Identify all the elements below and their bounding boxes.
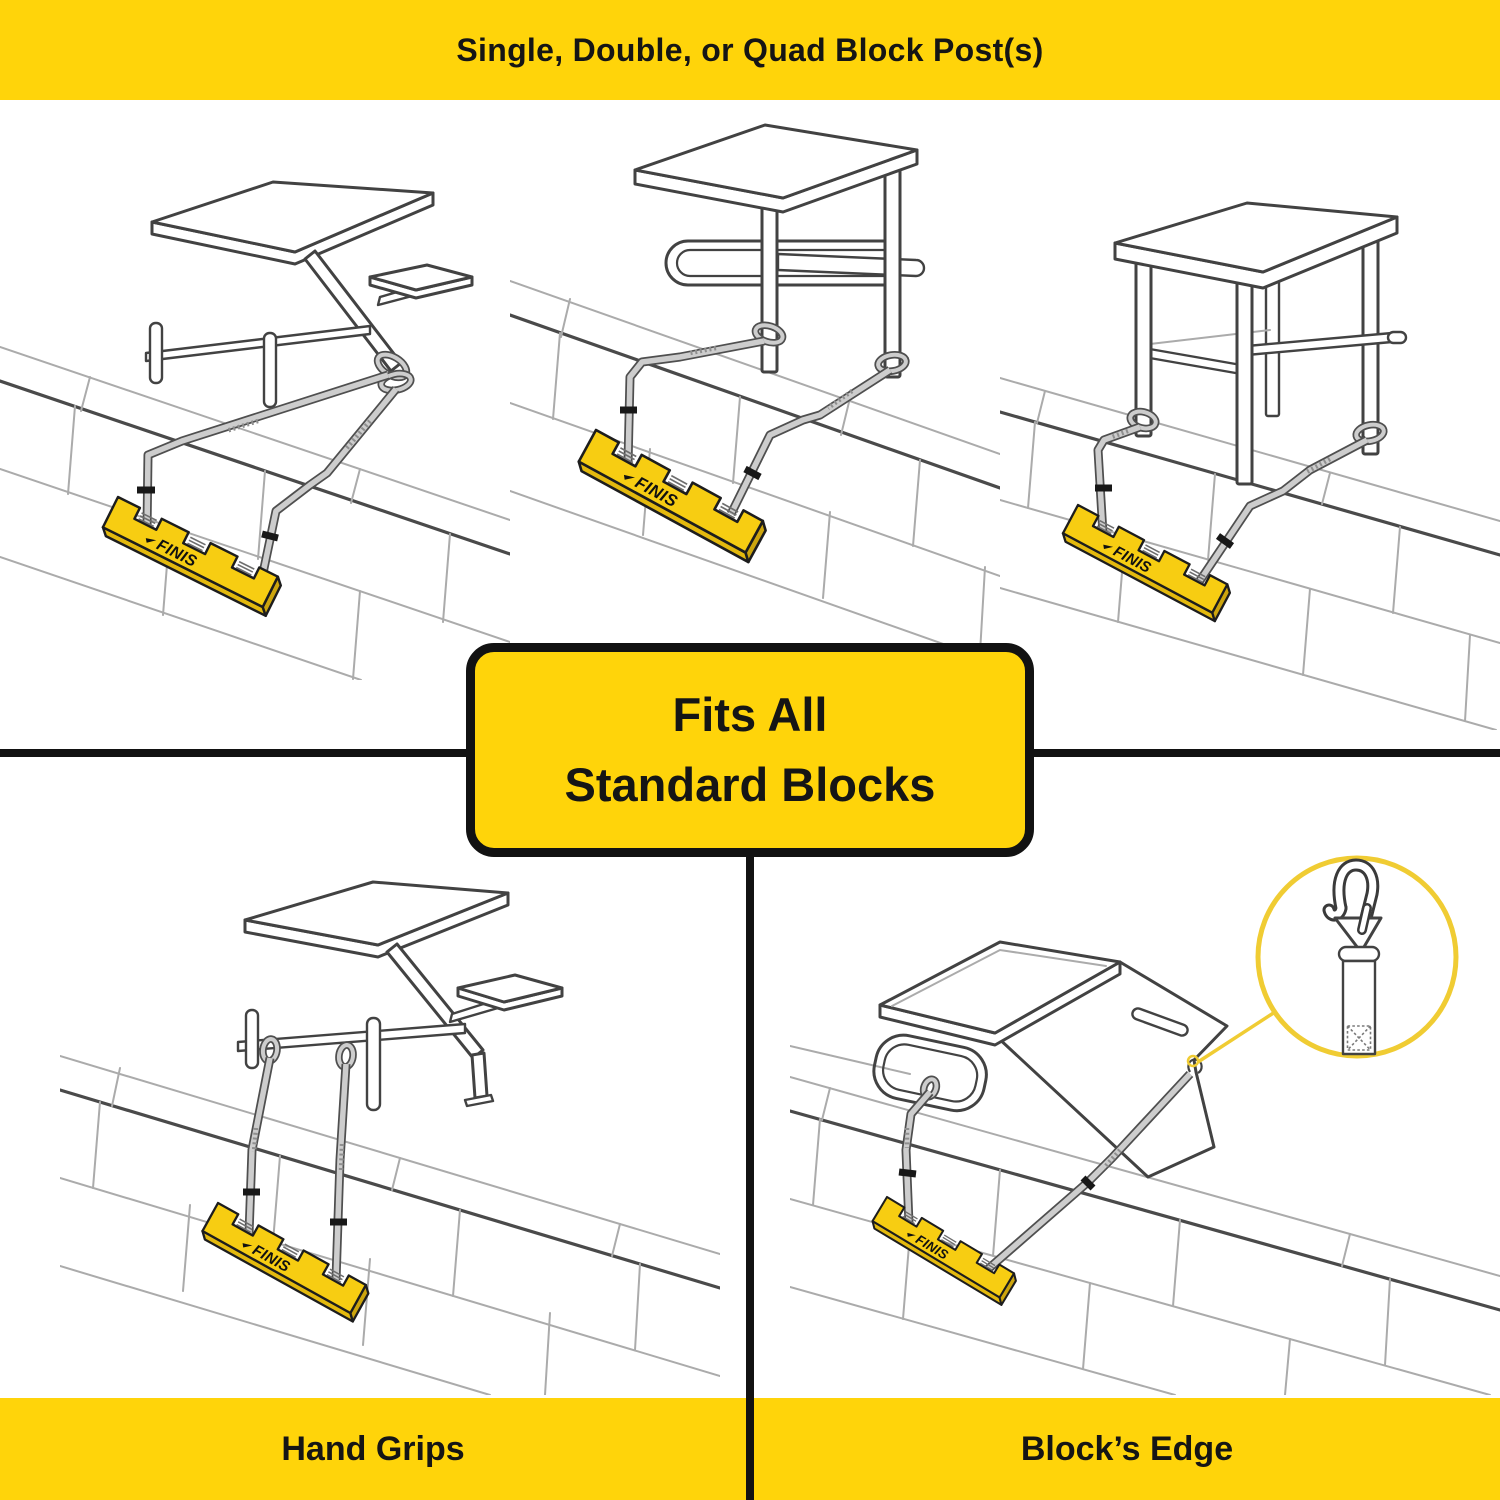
block-top-face <box>878 940 1122 1035</box>
center-badge-line1: Fits All <box>672 687 828 741</box>
center-badge-line2: Standard Blocks <box>564 758 936 811</box>
block-post <box>385 942 485 1060</box>
modern-starting-block <box>872 940 1229 1179</box>
mounting-straps <box>137 350 415 574</box>
mounting-straps <box>898 1058 1203 1274</box>
strap-keeper-right <box>743 465 762 481</box>
strap-end-cap <box>1337 945 1381 963</box>
starting-block-single-post <box>144 180 474 409</box>
block-platform-top <box>1113 201 1399 274</box>
block-post-lower <box>470 1051 489 1100</box>
footrest-top <box>456 973 564 1004</box>
post-foot <box>463 1093 495 1108</box>
strap-keeper-right <box>1215 533 1235 549</box>
hook-strap-plate <box>1333 916 1383 954</box>
block-leg-front-right <box>1235 268 1254 486</box>
mounting-straps <box>620 321 910 516</box>
bottom-left-banner: Hand Grips <box>0 1398 746 1500</box>
strap-stitch-box <box>1346 1025 1372 1051</box>
block-platform-top <box>633 123 919 200</box>
handgrip-peg-right <box>365 1016 382 1112</box>
s-hook-strap-icon <box>1322 858 1383 1056</box>
handle-loop-inner <box>675 248 893 278</box>
strap-keeper-right <box>1080 1175 1096 1191</box>
handle-loop-outer <box>664 239 893 287</box>
top-banner: Single, Double, or Quad Block Post(s) <box>0 0 1500 100</box>
backstroke-handle-loop <box>872 1033 988 1113</box>
handgrip-bar <box>144 324 372 363</box>
illustration-blocks-edge-mount <box>790 855 1500 1395</box>
block-post-right <box>883 151 902 379</box>
strap-keeper-left <box>898 1168 917 1178</box>
rear-crossbar <box>776 252 926 278</box>
handle-slot <box>1131 1007 1189 1037</box>
bottom-right-banner: Block’s Edge <box>754 1398 1500 1500</box>
illustration-single-post-block <box>0 180 510 680</box>
block-platform-top <box>150 180 435 254</box>
center-badge: Fits All Standard Blocks <box>466 643 1034 857</box>
bottom-right-label: Block’s Edge <box>1020 1429 1234 1468</box>
footrest-top <box>368 263 474 292</box>
callout-leader-line <box>1197 1010 1276 1064</box>
starting-block-double-post <box>633 123 926 379</box>
pool-deck <box>60 1055 720 1395</box>
crossbar-front <box>1142 346 1249 377</box>
starting-block-quad-post <box>1113 201 1408 486</box>
pool-deck <box>510 280 1000 665</box>
starting-block-with-hand-grips <box>236 880 564 1112</box>
bottom-left-label: Hand Grips <box>281 1429 465 1468</box>
strap-webbing <box>1341 959 1377 1056</box>
handgrip-bar <box>236 1022 467 1053</box>
handgrip-peg-left <box>244 1008 260 1070</box>
edge-hook-callout <box>1186 855 1459 1068</box>
top-banner-label: Single, Double, or Quad Block Post(s) <box>456 31 1044 68</box>
handgrip-peg-left <box>148 321 164 385</box>
block-platform-top <box>243 880 510 947</box>
vertical-divider <box>746 851 754 1500</box>
mounting-straps <box>1093 407 1388 585</box>
strap-keeper-right <box>261 530 279 542</box>
illustration-hand-grips-mount <box>60 880 720 1395</box>
crossbar-stub <box>1386 330 1408 345</box>
pool-deck <box>0 346 510 680</box>
mounting-straps <box>243 1035 357 1281</box>
illustration-double-post-block <box>510 123 1000 665</box>
handgrip-peg-right <box>262 331 278 409</box>
illustration-quad-post-block <box>1000 201 1500 730</box>
